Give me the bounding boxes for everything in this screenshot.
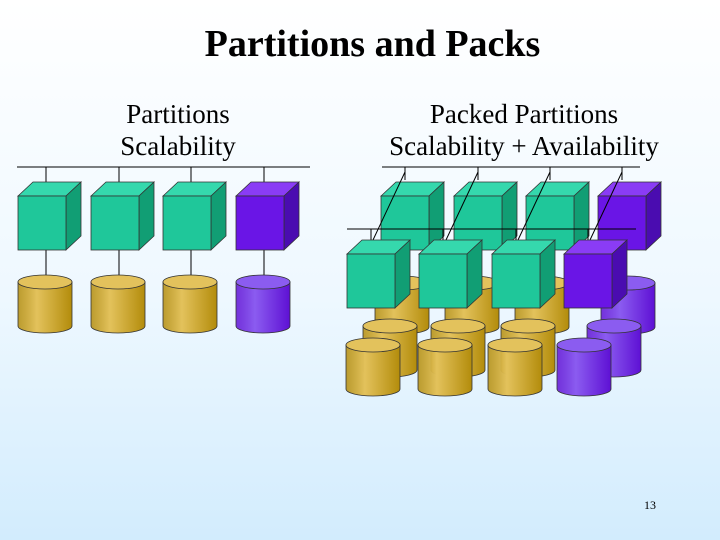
pack-front-server-3 <box>490 239 557 309</box>
pack-pack-link <box>589 171 623 241</box>
pack-pack-link <box>517 171 551 241</box>
left-disk-3 <box>162 274 218 334</box>
pack-front-disk-3 <box>487 337 543 397</box>
left-caption-line1: Partitions <box>126 99 230 129</box>
left-caption-line2: Scalability <box>120 131 236 161</box>
pack-front-disk-2 <box>417 337 473 397</box>
pack-front-server-2 <box>417 239 484 309</box>
pack-pack-link <box>445 171 479 241</box>
right-caption-line1: Packed Partitions <box>429 99 619 129</box>
pack-front-server-1 <box>345 239 412 309</box>
left-server-3 <box>161 181 228 251</box>
left-server-1 <box>16 181 83 251</box>
left-server-2 <box>89 181 156 251</box>
pack-pack-link <box>372 171 406 241</box>
left-server-4 <box>234 181 301 251</box>
page-number: 13 <box>644 498 656 512</box>
pack-front-server-4 <box>562 239 629 309</box>
right-caption: Packed Partitions Scalability + Availabi… <box>345 98 703 162</box>
right-caption-line2: Scalability + Availability <box>389 131 659 161</box>
left-disk-2 <box>90 274 146 334</box>
left-disk-4 <box>235 274 291 334</box>
pack-front-disk-1 <box>345 337 401 397</box>
left-disk-1 <box>17 274 73 334</box>
slide-title: Partitions and Packs <box>204 23 541 65</box>
left-caption: Partitions Scalability <box>78 98 278 162</box>
pack-front-disk-4 <box>556 337 612 397</box>
